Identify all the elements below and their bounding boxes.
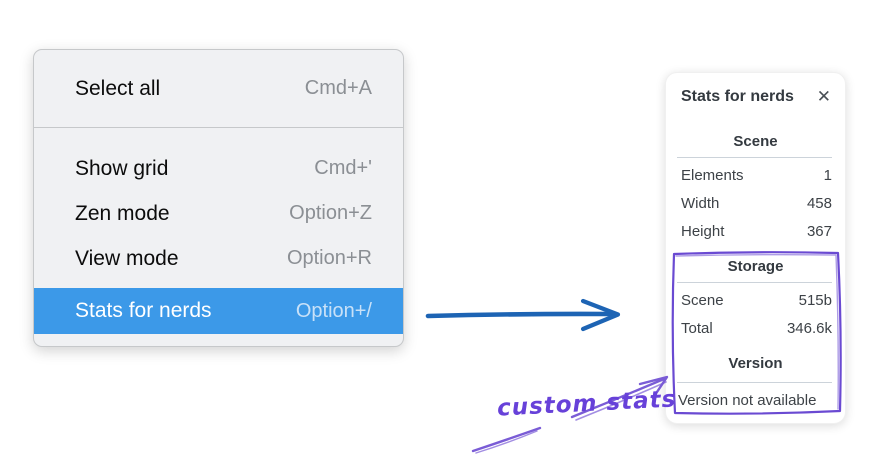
stat-row-height: Height 367: [666, 218, 845, 246]
menu-divider: [34, 127, 403, 128]
menu-item-shortcut: Option+Z: [289, 202, 372, 224]
menu-item-label: Stats for nerds: [75, 299, 212, 322]
menu-item-show-grid[interactable]: Show grid Cmd+': [34, 146, 403, 191]
menu-item-shortcut: Cmd+': [314, 157, 372, 179]
section-divider: [677, 157, 832, 158]
stat-label: Total: [681, 320, 713, 337]
annotation-label: custom stats: [496, 386, 677, 422]
flow-arrow: [425, 298, 621, 332]
stat-row-scene-storage: Scene 515b: [666, 287, 845, 315]
stat-row-total-storage: Total 346.6k: [666, 315, 845, 343]
stat-value: 367: [806, 223, 832, 240]
menu-item-label: Select all: [75, 76, 161, 100]
stat-value: 346.6k: [786, 320, 832, 337]
section-divider: [677, 282, 832, 283]
menu-item-shortcut: Option+R: [286, 247, 372, 269]
menu-item-zen-mode[interactable]: Zen mode Option+Z: [34, 191, 403, 236]
section-header-scene: Scene: [733, 133, 778, 150]
close-icon[interactable]: ✕: [816, 87, 831, 106]
stat-value: 1: [823, 167, 832, 184]
stat-label: Scene: [681, 292, 724, 309]
stat-row-width: Width 458: [666, 190, 845, 218]
menu-item-stats-for-nerds[interactable]: Stats for nerds Option+/: [34, 288, 403, 334]
section-divider: [677, 382, 832, 383]
stat-label: Width: [681, 195, 720, 212]
stat-label: Height: [681, 223, 725, 240]
stat-label: Elements: [681, 167, 744, 184]
menu-item-view-mode[interactable]: View mode Option+R: [34, 236, 403, 281]
stat-value: 458: [806, 195, 832, 212]
section-header-version: Version: [728, 355, 783, 372]
stat-value: 515b: [798, 292, 832, 309]
stat-row-elements: Elements 1: [666, 162, 845, 190]
stats-for-nerds-panel: Stats for nerds ✕ Scene Elements 1 Width…: [665, 72, 846, 424]
menu-item-label: View mode: [75, 246, 179, 270]
menu-item-shortcut: Option+/: [295, 299, 372, 322]
stats-panel-header: Stats for nerds ✕: [666, 73, 845, 107]
stats-panel-title: Stats for nerds: [681, 88, 794, 105]
section-header-storage: Storage: [727, 258, 784, 275]
menu-item-label: Zen mode: [75, 201, 170, 225]
menu-item-select-all[interactable]: Select all Cmd+A: [34, 50, 403, 127]
version-status-text: Version not available: [678, 392, 817, 409]
menu-item-label: Show grid: [75, 156, 169, 180]
menu-item-shortcut: Cmd+A: [304, 77, 372, 99]
canvas-context-menu: Select all Cmd+A Show grid Cmd+' Zen mod…: [33, 49, 404, 347]
